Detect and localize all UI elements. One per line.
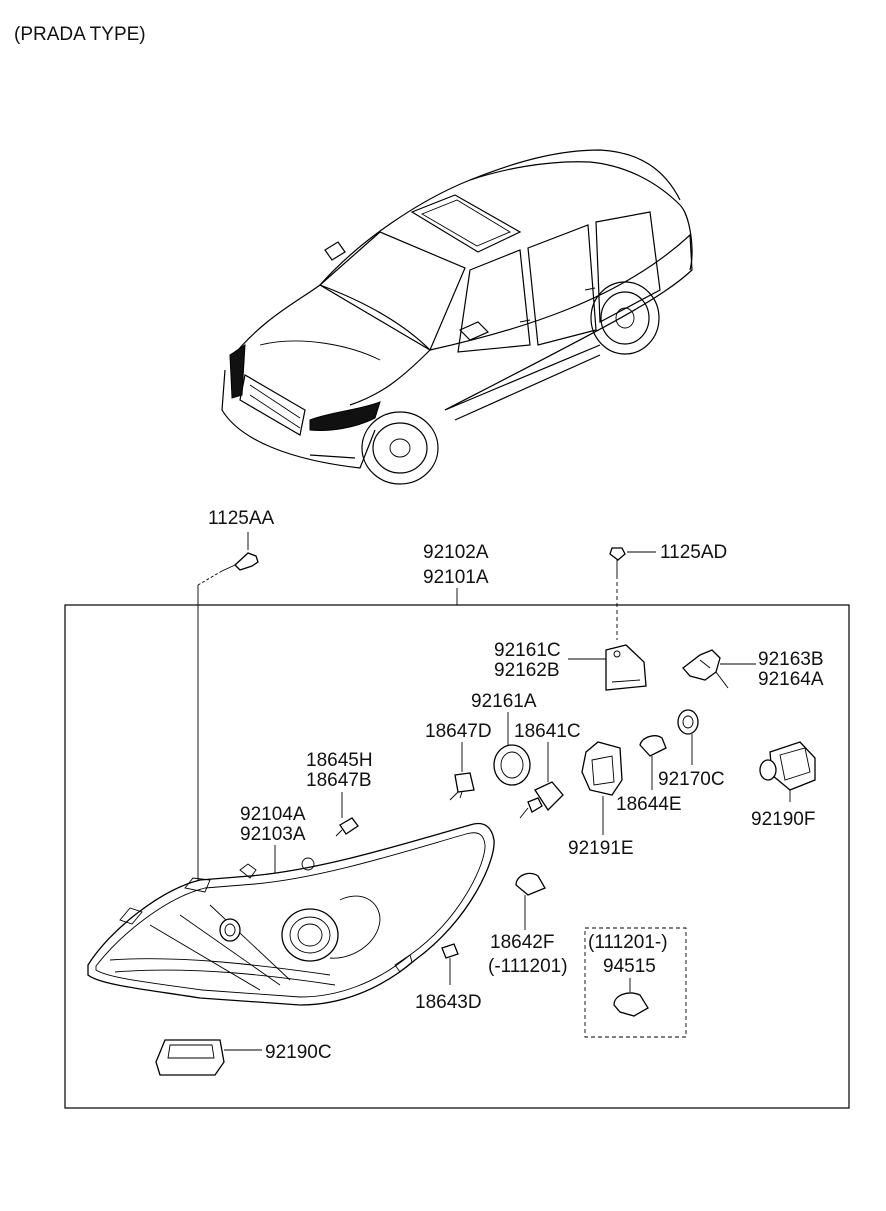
ballast-92190C — [155, 1039, 262, 1076]
cover-92191E — [581, 741, 623, 835]
bolt-1125AD — [609, 547, 656, 640]
bulb-18647D — [449, 772, 475, 801]
bulb-18643D — [441, 943, 459, 985]
label-18647D: 18647D — [425, 721, 492, 742]
label-92164A: 92164A — [758, 669, 824, 690]
label-1125AD: 1125AD — [660, 542, 727, 563]
bulb-18644E — [639, 735, 667, 790]
label-92101A: 92101A — [423, 567, 489, 588]
label-92103A: 92103A — [240, 824, 306, 845]
socket-92170C — [677, 709, 699, 765]
label-92161C: 92161C — [494, 640, 561, 661]
label-92190C: 92190C — [265, 1042, 332, 1063]
cap-92161A — [493, 744, 531, 786]
bulb-18642F — [515, 872, 546, 930]
bulb-18645H — [335, 817, 359, 837]
label-92104A: 92104A — [240, 804, 306, 825]
label-92162B: 92162B — [494, 660, 560, 681]
motor-92190F — [759, 741, 816, 802]
label-92170C: 92170C — [658, 769, 725, 790]
label-18647B: 18647B — [306, 770, 372, 791]
label-92102A: 92102A — [423, 542, 489, 563]
label-92190F: 92190F — [751, 809, 815, 830]
label-18642F: 18642F — [490, 932, 554, 953]
harness-92163B — [682, 649, 756, 689]
label-18644E: 18644E — [616, 794, 682, 815]
label-92161A: 92161A — [471, 691, 537, 712]
label-18642F-date: (-111201) — [488, 956, 568, 977]
bulb-18641C — [519, 781, 564, 819]
label-1125AA: 1125AA — [208, 508, 275, 529]
label-94515-date: (111201-) — [588, 932, 668, 953]
label-94515: 94515 — [603, 956, 656, 977]
label-18641C: 18641C — [514, 721, 581, 742]
headlamp-assembly-92104A — [87, 822, 495, 1006]
car-illustration — [221, 149, 693, 485]
screw-1125AA — [197, 532, 259, 880]
variant-box-94515 — [584, 927, 687, 1038]
label-92191E: 92191E — [568, 838, 634, 859]
bracket-92161C — [605, 644, 647, 691]
label-18643D: 18643D — [415, 992, 482, 1013]
diagram-type-label: (PRADA TYPE) — [14, 24, 146, 45]
label-18645H: 18645H — [306, 750, 373, 771]
bulb-94515 — [613, 992, 649, 1017]
label-92163B: 92163B — [758, 649, 824, 670]
